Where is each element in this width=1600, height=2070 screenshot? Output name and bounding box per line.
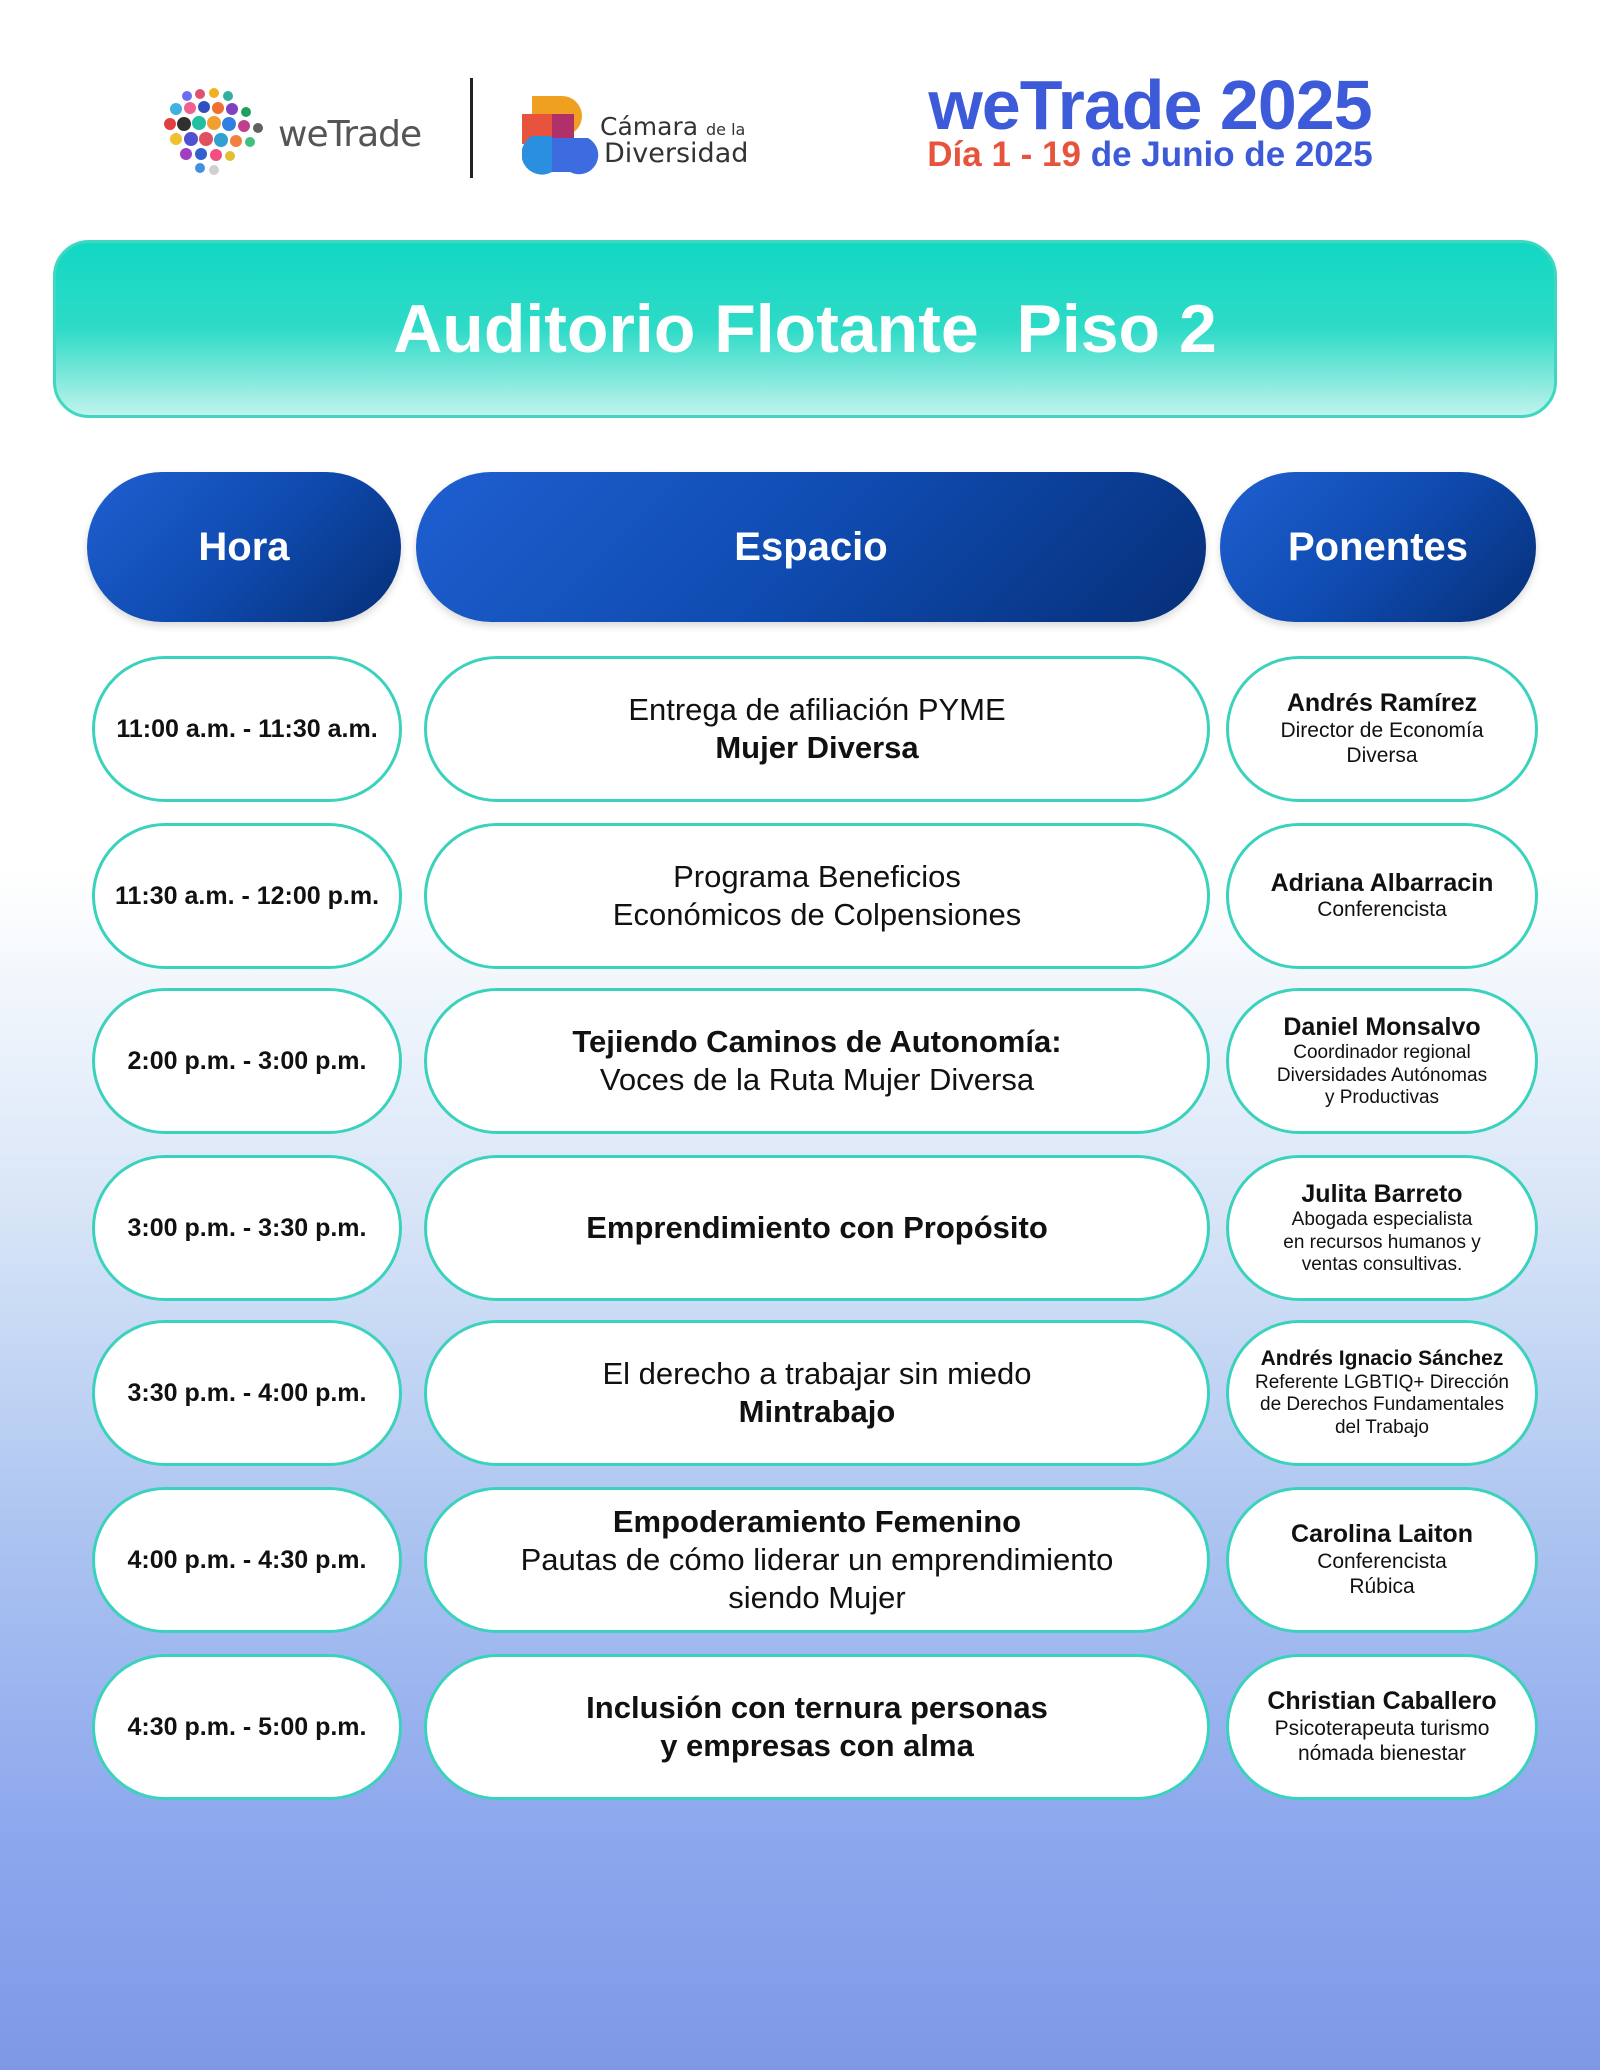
time-text: 2:00 p.m. - 3:00 p.m. [127,1046,367,1075]
speaker-role: y Productivas [1324,1086,1440,1108]
speaker-name: Julita Barreto [1301,1179,1463,1208]
wetrade-logo-text: weTrade [278,114,422,155]
time-cell: 4:00 p.m. - 4:30 p.m. [92,1487,402,1633]
page-header: weTrade Cámara de la Diversidad weTrade … [0,70,1600,200]
header-divider [470,78,473,178]
speaker-role: Diversa [1346,743,1418,767]
column-header-hora: Hora [87,472,401,622]
venue-title: Auditorio Flotante Piso 2 [393,291,1217,367]
speaker-role: Rúbica [1349,1574,1415,1598]
space-line: El derecho a trabajar sin miedo [602,1356,1032,1392]
time-cell: 3:30 p.m. - 4:00 p.m. [92,1320,402,1466]
time-cell: 2:00 p.m. - 3:00 p.m. [92,988,402,1134]
time-text: 11:30 a.m. - 12:00 p.m. [114,881,380,910]
speaker-name: Daniel Monsalvo [1283,1012,1481,1041]
space-line: Mintrabajo [738,1394,896,1429]
speaker-role: Diversidades Autónomas [1276,1064,1488,1086]
space-line: Tejiendo Caminos de Autonomía: [572,1024,1062,1060]
time-text: 3:30 p.m. - 4:00 p.m. [127,1378,367,1407]
speaker-name: Carolina Laiton [1291,1520,1473,1549]
time-text: 11:00 a.m. - 11:30 a.m. [116,714,378,743]
camara-text-line2: Diversidad [604,138,749,169]
time-text: 3:00 p.m. - 3:30 p.m. [127,1213,367,1242]
speaker-role: ventas consultivas. [1301,1253,1463,1275]
speaker-name: Andrés Ramírez [1286,689,1478,718]
space-line: Inclusión con ternura personas [586,1690,1048,1726]
speaker-role: de Derechos Fundamentales [1260,1394,1504,1416]
time-text: 4:30 p.m. - 5:00 p.m. [127,1712,367,1741]
time-cell: 11:00 a.m. - 11:30 a.m. [92,656,402,802]
time-cell: 4:30 p.m. - 5:00 p.m. [92,1654,402,1800]
speaker-role: del Trabajo [1334,1416,1429,1438]
space-line: y empresas con alma [660,1728,974,1763]
event-title: weTrade 2025 [928,66,1372,144]
camara-diversidad-logo: Cámara de la Diversidad [522,84,782,184]
speaker-name: Andrés Ignacio Sánchez [1260,1347,1504,1370]
space-cell: Emprendimiento con Propósito [424,1155,1210,1301]
space-line: Pautas de cómo liderar un emprendimiento [520,1542,1114,1578]
time-cell: 3:00 p.m. - 3:30 p.m. [92,1155,402,1301]
camara-text-line1: Cámara de la [600,112,746,141]
speaker-name: Adriana Albarracin [1270,868,1494,897]
time-text: 4:00 p.m. - 4:30 p.m. [127,1545,367,1574]
column-header-espacio: Espacio [416,472,1206,622]
space-line: Mujer Diversa [715,730,919,765]
space-line: Empoderamiento Femenino [612,1504,1022,1540]
time-cell: 11:30 a.m. - 12:00 p.m. [92,823,402,969]
space-line: siendo Mujer [728,1579,906,1615]
speaker-role: Conferencista [1317,898,1447,922]
space-line: Programa Beneficios [673,859,961,895]
speaker-role: Director de Economía [1280,718,1484,742]
speaker-role: Referente LGBTIQ+ Dirección [1255,1371,1509,1393]
speaker-role: Conferencista [1317,1549,1447,1573]
speaker-role: Psicoterapeuta turismo [1274,1716,1490,1740]
speaker-name: Christian Caballero [1267,1687,1497,1716]
event-date-days: Día 1 - 19 [927,135,1081,174]
space-line: Voces de la Ruta Mujer Diversa [599,1062,1035,1097]
camara-mark-icon [522,96,599,175]
event-date-month: de Junio de 2025 [1090,135,1373,174]
event-date: Día 1 - 19 de Junio de 2025 [890,132,1410,178]
speaker-role: Abogada especialista [1291,1209,1473,1231]
wetrade-logo: weTrade [162,84,442,184]
speaker-role: Coordinador regional [1293,1042,1471,1064]
space-cell: Tejiendo Caminos de Autonomía:Voces de l… [424,988,1210,1134]
venue-banner: Auditorio Flotante Piso 2 [53,240,1557,418]
speaker-role: en recursos humanos y [1283,1231,1481,1253]
wetrade-dots-icon [164,88,263,175]
space-line: Emprendimiento con Propósito [586,1210,1048,1246]
space-line: Entrega de afiliación PYME [628,692,1006,728]
column-header-ponentes: Ponentes [1220,472,1536,622]
space-line: Económicos de Colpensiones [612,897,1022,932]
speaker-role: nómada bienestar [1297,1741,1467,1765]
